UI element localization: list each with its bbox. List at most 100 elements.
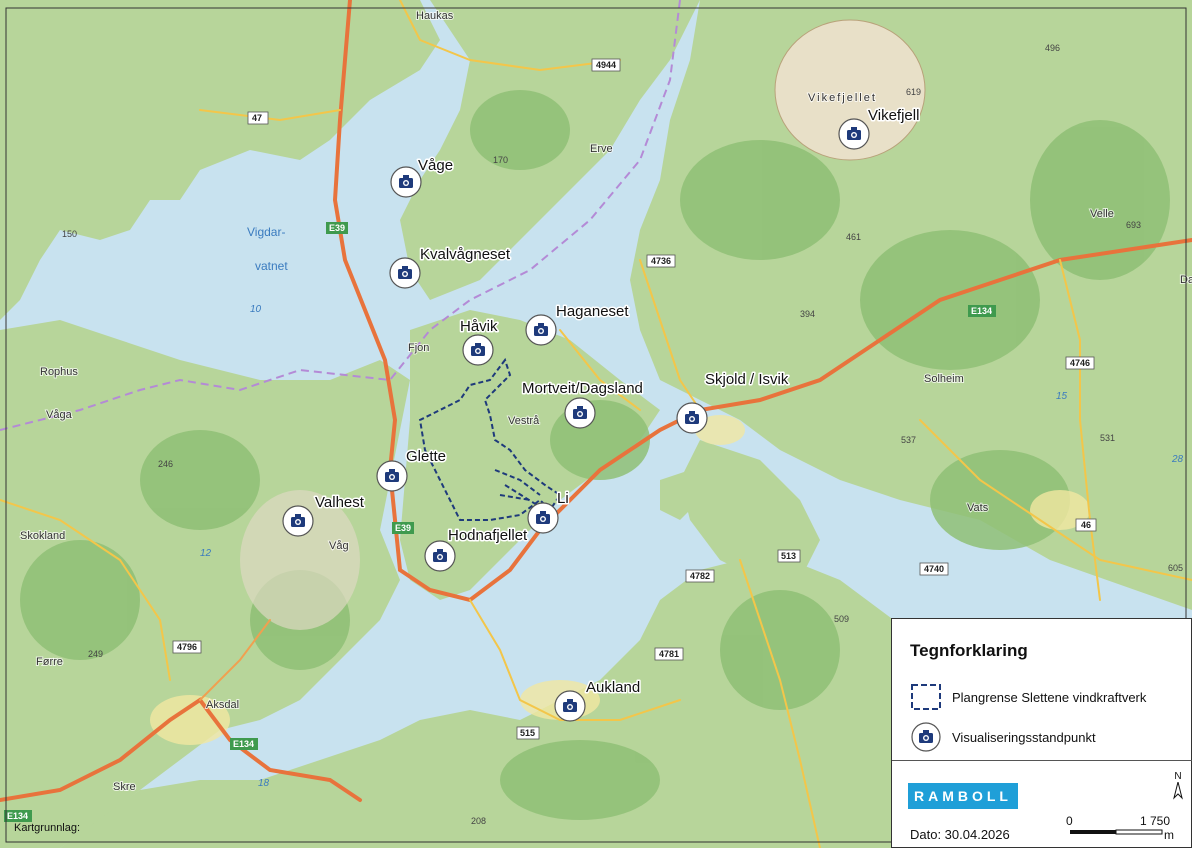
- svg-text:Haukas: Haukas: [416, 10, 454, 22]
- map-date: Dato: 30.04.2026: [910, 827, 1010, 842]
- svg-text:249: 249: [88, 649, 103, 659]
- viewpoint-li[interactable]: Li: [527, 489, 570, 534]
- legend-panel: Tegnforklaring Plangrense Slettene vindk…: [891, 618, 1192, 848]
- road-shield: 47: [247, 111, 269, 125]
- svg-text:Førre: Førre: [36, 656, 63, 668]
- svg-text:Vikefjell: Vikefjell: [868, 107, 919, 124]
- svg-text:Hodnafjellet: Hodnafjellet: [448, 527, 528, 544]
- svg-text:150: 150: [62, 229, 77, 239]
- svg-text:E39: E39: [395, 523, 411, 533]
- road-shield: 4736: [646, 254, 676, 268]
- road-shield: E134: [968, 305, 996, 317]
- road-shield: 515: [516, 726, 540, 740]
- svg-text:170: 170: [493, 155, 508, 165]
- road-shields: 4944 47 E39 E39 4736 E134 4746 46 4740 5…: [4, 58, 1097, 822]
- north-arrow: N: [1173, 771, 1183, 803]
- viewpoint-mortveit-dagsland[interactable]: Mortveit/Dagsland: [521, 379, 644, 429]
- camera-icon: [564, 397, 596, 429]
- viewpoint-hodnafjellet[interactable]: Hodnafjellet: [424, 526, 530, 572]
- viewpoint-havik[interactable]: Håvik: [459, 317, 500, 366]
- viewpoint-vage[interactable]: Våge: [390, 156, 455, 198]
- viewpoint-kvalvagneset[interactable]: Kvalvågneset: [389, 245, 512, 289]
- camera-icon: [389, 257, 421, 289]
- camera-icon: [525, 314, 557, 346]
- road-shield: 4782: [685, 569, 715, 583]
- dashed-boundary-icon: [911, 684, 941, 710]
- scale-start-label: 0: [1066, 814, 1073, 828]
- scale-unit-label: m: [1164, 828, 1174, 842]
- svg-text:Våge: Våge: [418, 157, 453, 174]
- svg-text:Glette: Glette: [406, 448, 446, 465]
- road-shield: 46: [1075, 518, 1097, 532]
- camera-icon: [838, 118, 870, 150]
- svg-text:Fjon: Fjon: [408, 342, 429, 354]
- svg-text:Kvalvågneset: Kvalvågneset: [420, 246, 511, 263]
- camera-icon: [376, 460, 408, 492]
- svg-text:Våga: Våga: [46, 409, 73, 421]
- municipal-boundary: [0, 0, 681, 431]
- scale-bar: 0 1 750 m: [1062, 813, 1182, 854]
- camera-icon: [424, 540, 456, 572]
- road-shield: 4944: [591, 58, 621, 72]
- svg-text:509: 509: [834, 614, 849, 624]
- viewpoint-valhest[interactable]: Valhest: [282, 493, 366, 537]
- camera-icon: [676, 402, 708, 434]
- elevation-labels: 496 619 170 150 693 461 394 537 531 246 …: [62, 43, 1184, 826]
- camera-icon: [282, 505, 314, 537]
- svg-text:Vestrå: Vestrå: [508, 415, 540, 427]
- svg-text:E134: E134: [7, 811, 28, 821]
- road-shield: E39: [392, 522, 414, 534]
- svg-text:Vikefjellet: Vikefjellet: [808, 92, 877, 104]
- road-shield: 4746: [1065, 356, 1095, 370]
- viewpoint-skjold-isvik[interactable]: Skjold / Isvik: [676, 370, 790, 434]
- viewpoint-aukland[interactable]: Aukland: [554, 678, 642, 722]
- viewpoint-markers: Våge Kvalvågneset Håvik Haganeset Mortve…: [282, 106, 921, 722]
- viewpoint-glette[interactable]: Glette: [376, 447, 448, 492]
- place-labels: Haukas Erve Vikefjellet Vigdar- vatnet F…: [19, 9, 1192, 794]
- road-shield: 4781: [654, 647, 684, 661]
- svg-text:Skokland: Skokland: [20, 530, 65, 542]
- svg-text:461: 461: [846, 232, 861, 242]
- svg-text:Vats: Vats: [967, 502, 989, 514]
- legend-title: Tegnforklaring: [910, 641, 1028, 660]
- svg-text:4736: 4736: [651, 256, 671, 266]
- svg-text:4944: 4944: [596, 60, 616, 70]
- svg-text:619: 619: [906, 87, 921, 97]
- svg-text:Solheim: Solheim: [924, 373, 964, 385]
- highland-area: [240, 490, 360, 630]
- legend-divider: [892, 760, 1192, 761]
- road-shield: E39: [326, 222, 348, 234]
- svg-text:E39: E39: [329, 223, 345, 233]
- svg-text:Li: Li: [557, 490, 569, 507]
- legend-item-boundary: Plangrense Slettene vindkraftverk: [908, 681, 1146, 713]
- camera-icon: [462, 334, 494, 366]
- svg-text:Mortveit/Dagsland: Mortveit/Dagsland: [522, 380, 643, 397]
- legend-item-viewpoint: Visualiseringsstandpunkt: [908, 721, 1096, 753]
- svg-text:4796: 4796: [177, 642, 197, 652]
- project-boundary: [418, 357, 562, 521]
- camera-icon: [527, 502, 559, 534]
- svg-text:15: 15: [1056, 391, 1068, 402]
- svg-text:E134: E134: [971, 306, 992, 316]
- svg-text:Valhest: Valhest: [315, 494, 365, 511]
- legend-label-boundary: Plangrense Slettene vindkraftverk: [952, 689, 1147, 705]
- viewpoint-vikefjell[interactable]: Vikefjell: [838, 106, 921, 150]
- svg-text:208: 208: [471, 816, 486, 826]
- svg-text:vatnet: vatnet: [255, 259, 288, 273]
- viewpoint-haganeset[interactable]: Haganeset: [525, 302, 631, 346]
- svg-text:28: 28: [1171, 454, 1184, 465]
- project-boundary-inner: [494, 469, 546, 511]
- svg-text:515: 515: [520, 728, 535, 738]
- svg-text:Våg: Våg: [329, 540, 349, 552]
- road-shield: 4740: [919, 562, 949, 576]
- road-shield: E134: [4, 810, 32, 822]
- svg-text:Håvik: Håvik: [460, 318, 498, 335]
- svg-text:693: 693: [1126, 220, 1141, 230]
- legend-label-viewpoint: Visualiseringsstandpunkt: [952, 729, 1096, 745]
- svg-text:E134: E134: [233, 739, 254, 749]
- road-shield: 4796: [172, 640, 202, 654]
- svg-text:46: 46: [1081, 520, 1091, 530]
- camera-icon: [390, 166, 422, 198]
- svg-text:12: 12: [200, 548, 212, 559]
